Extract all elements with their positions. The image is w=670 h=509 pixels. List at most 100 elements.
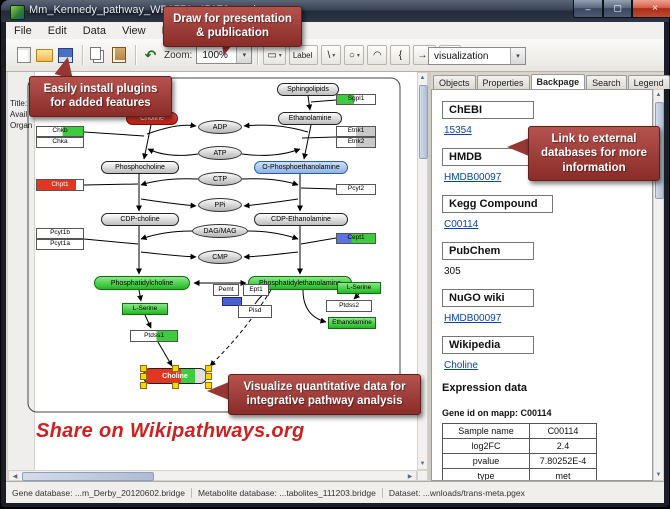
pathway-node-dag-mag[interactable]: DAG/MAG — [192, 224, 248, 238]
close-button[interactable]: × — [632, 0, 670, 18]
nugo-link[interactable]: HMDB00097 — [444, 313, 502, 324]
new-file-icon[interactable] — [14, 46, 33, 65]
visualization-select[interactable]: visualization ▾ — [428, 47, 526, 65]
pathway-node-cmp[interactable]: CMP — [198, 250, 242, 264]
shape-tool[interactable]: ○▾ — [344, 45, 365, 65]
info-availability-label: Avail — [10, 110, 28, 119]
horizontal-scrollbar[interactable]: ◀ ▶ — [8, 470, 417, 481]
pathway-node-cdp-choline[interactable]: CDP-choline — [101, 213, 179, 226]
pathway-node-ppi[interactable]: PPi — [198, 198, 242, 212]
selection-handle[interactable] — [205, 365, 212, 372]
scroll-up-icon[interactable]: ▲ — [419, 75, 426, 81]
tab-objects[interactable]: Objects — [433, 75, 476, 89]
menu-data[interactable]: Data — [82, 24, 106, 37]
menu-bar: File Edit Data View Plugins Help — [6, 22, 664, 40]
pathway-node-chpt1[interactable]: Chpt1 — [36, 179, 84, 191]
arc-tool[interactable]: ◠ — [367, 45, 388, 65]
tab-search[interactable]: Search — [586, 75, 627, 89]
undo-icon[interactable]: ↶ — [144, 46, 157, 63]
pathway-node-cept1[interactable]: Cept1 — [336, 233, 376, 244]
chevron-down-icon[interactable]: ▾ — [236, 47, 252, 63]
pathway-node-cdp-ethanolamine[interactable]: CDP-Ethanolamine — [254, 213, 348, 226]
expression-table: Sample name C00114 log2FC 2.4 pvalue 7.8… — [442, 423, 597, 480]
scroll-up-icon[interactable]: ▲ — [655, 92, 662, 98]
save-icon[interactable] — [56, 46, 75, 65]
horizontal-scrollbar-thumb[interactable] — [22, 472, 154, 481]
scroll-down-icon[interactable]: ▼ — [655, 472, 662, 478]
pathway-node-ethanolamine[interactable]: Ethanolamine — [278, 112, 342, 125]
maximize-button[interactable]: ▢ — [603, 0, 632, 18]
pathway-node-chkb[interactable]: Chkb — [36, 126, 84, 137]
menu-file[interactable]: File — [14, 24, 32, 37]
kegg-link[interactable]: C00114 — [444, 219, 479, 230]
table-row: pvalue 7.80252E-4 — [442, 453, 597, 469]
pathway-node-pcyt2[interactable]: Pcyt2 — [336, 184, 376, 195]
pathway-node-pisd[interactable]: Pisd — [238, 305, 272, 318]
pathway-node-ctp[interactable]: CTP — [198, 172, 242, 186]
tab-backpage[interactable]: Backpage — [530, 74, 586, 89]
pathway-node-pemt[interactable]: Pemt — [213, 284, 239, 296]
pathway-node-pcyt1b[interactable]: Pcyt1b — [36, 228, 84, 239]
copy-icon[interactable] — [88, 46, 107, 65]
title-bar[interactable]: Mm_Kennedy_pathway_WP1771_45176.gpml – ▢… — [1, 0, 670, 22]
pathway-node-l-serine[interactable]: L-Serine — [122, 303, 168, 315]
status-bar: Gene database: ...m_Derby_20120602.bridg… — [6, 481, 664, 503]
table-row: type met — [442, 468, 597, 480]
menu-view[interactable]: View — [121, 24, 146, 37]
chebi-link[interactable]: 15354 — [444, 125, 472, 136]
pathway-node-ethanolamine[interactable]: Ethanolamine — [328, 317, 376, 329]
pathway-node-phosphocholine[interactable]: Phosphocholine — [101, 161, 179, 174]
open-file-icon[interactable] — [35, 46, 54, 65]
side-panel: Objects Properties Backpage Search Legen… — [431, 72, 670, 481]
pathway-canvas[interactable]: Title: Avail Organ — [8, 72, 417, 470]
expression-data-title: Expression data — [442, 382, 527, 394]
chebi-header: ChEBI — [442, 101, 534, 119]
pathway-node-etnk2[interactable]: Etnk2 — [336, 137, 376, 148]
callout-pointer — [207, 382, 229, 400]
datanode-tool[interactable]: ▭▾ — [263, 45, 286, 65]
pathway-node-atp[interactable]: ATP — [198, 146, 242, 160]
tab-legend[interactable]: Legend — [627, 75, 670, 89]
label-tool[interactable]: Label — [288, 45, 319, 65]
scroll-right-icon[interactable]: ▶ — [407, 474, 413, 480]
nugo-header: NuGO wiki — [442, 289, 534, 307]
pathway-node-phosphatidylcholine[interactable]: Phosphatidylcholine — [94, 276, 190, 290]
panel-splitter[interactable] — [428, 72, 431, 481]
toolbar-separator — [82, 45, 83, 65]
paste-icon[interactable] — [109, 46, 128, 65]
tab-properties[interactable]: Properties — [476, 75, 530, 89]
pathway-node-sphingolipids[interactable]: Sphingolipids — [277, 83, 339, 96]
pathway-node-chka[interactable]: Chka — [36, 137, 84, 148]
selection-handle[interactable] — [172, 382, 179, 389]
vertical-scrollbar-thumb[interactable] — [419, 85, 428, 159]
line-tool[interactable]: \▾ — [321, 45, 342, 65]
pathway-node-ept1[interactable]: Ept1 — [243, 284, 269, 296]
pathway-node-etnk1[interactable]: Etnk1 — [336, 126, 376, 137]
zoom-label: Zoom: — [164, 49, 193, 61]
selection-handle[interactable] — [205, 373, 212, 380]
wikipedia-link[interactable]: Choline — [444, 360, 478, 371]
callout-visualize: Visualize quantitative data for integrat… — [228, 374, 421, 415]
pathway-node-ptdss1[interactable]: Ptdss1 — [130, 330, 178, 342]
pathway-node-pcyt1a[interactable]: Pcyt1a — [36, 239, 84, 250]
scroll-left-icon[interactable]: ◀ — [12, 474, 18, 480]
selection-handle[interactable] — [140, 373, 147, 380]
brace-tool[interactable]: { — [390, 45, 411, 65]
minimize-button[interactable]: – — [573, 0, 603, 18]
pathway-node-o-phosphoethanolamine[interactable]: O-Phosphoethanolamine — [254, 161, 348, 174]
menu-edit[interactable]: Edit — [47, 24, 67, 37]
hmdb-link[interactable]: HMDB00097 — [444, 172, 502, 183]
scroll-down-icon[interactable]: ▼ — [419, 461, 426, 467]
pathway-node-node[interactable] — [222, 297, 242, 306]
table-row: log2FC 2.4 — [442, 438, 597, 454]
pathway-node-l-serine[interactable]: L-Serine — [337, 282, 381, 294]
vertical-scrollbar[interactable]: ▲ ▼ — [417, 72, 428, 470]
dataset-status: Dataset: ...wnloads/trans-meta.pgex — [381, 487, 531, 498]
chevron-down-icon[interactable]: ▾ — [510, 48, 525, 64]
pathway-node-adp[interactable]: ADP — [198, 120, 242, 134]
pathway-node-ptdss2[interactable]: Ptdss2 — [326, 300, 372, 312]
pathway-node-sgpl1[interactable]: Sgpl1 — [336, 94, 376, 105]
selection-handle[interactable] — [172, 365, 179, 372]
selection-handle[interactable] — [140, 382, 147, 389]
selection-handle[interactable] — [140, 365, 147, 372]
